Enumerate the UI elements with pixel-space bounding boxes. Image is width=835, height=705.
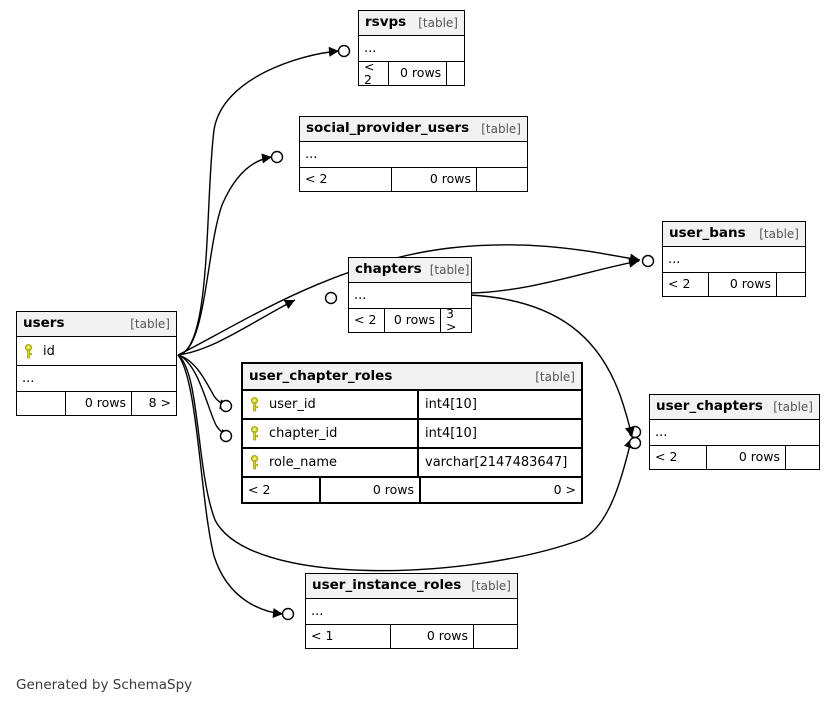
table-columns-ellipsis: ... (17, 366, 176, 392)
table-name: chapters (355, 261, 422, 278)
table-type-label: [table] (471, 579, 511, 593)
table-node-user-chapters[interactable]: user_chapters [table] ... < 2 0 rows (649, 394, 820, 470)
table-header: users [table] (17, 312, 176, 337)
primary-key-icon (23, 343, 34, 359)
table-header: social_provider_users [table] (300, 117, 527, 142)
table-column-row[interactable]: chapter_id int4[10] (243, 420, 581, 449)
edge-users-user-chapter-roles-user-id (177, 354, 231, 410)
footer-row-count: 0 rows (390, 625, 473, 648)
footer-parents-count: < 1 (311, 628, 334, 644)
footer-row-count: 0 rows (65, 392, 131, 415)
table-header: user_bans [table] (663, 222, 805, 247)
footer-row-count: 0 rows (384, 309, 440, 332)
table-name: rsvps (365, 14, 407, 31)
table-name: users (23, 315, 65, 332)
table-footer: < 2 0 rows 3 > (349, 309, 471, 332)
table-name: user_bans (669, 225, 746, 242)
table-footer: < 2 0 rows (359, 62, 464, 85)
table-type-label: [table] (481, 122, 521, 136)
footer-parents-count: < 2 (305, 171, 328, 187)
table-name: social_provider_users (306, 120, 470, 137)
table-node-user-bans[interactable]: user_bans [table] ... < 2 0 rows (662, 221, 806, 297)
table-node-user-instance-roles[interactable]: user_instance_roles [table] ... < 1 0 ro… (305, 573, 518, 649)
footer-parents-count (17, 392, 65, 415)
table-type-label: [table] (759, 227, 799, 241)
table-columns-ellipsis: ... (359, 36, 464, 62)
table-footer: < 2 0 rows (663, 273, 805, 296)
table-footer: < 1 0 rows (306, 625, 517, 648)
footer-parents-count: < 2 (655, 449, 678, 465)
column-type: varchar[2147483647] (417, 449, 581, 476)
primary-key-icon (249, 455, 260, 470)
footer-children-count: 0 > (419, 478, 581, 502)
table-node-chapters[interactable]: chapters [table] ... < 2 0 rows 3 > (348, 257, 472, 333)
table-header: chapters [table] (349, 258, 471, 283)
table-column-row[interactable]: id (17, 337, 176, 366)
table-column-row[interactable]: role_name varchar[2147483647] (243, 449, 581, 478)
footer-children-count (785, 446, 819, 469)
table-name: user_chapter_roles (249, 367, 393, 384)
generated-by-credit: Generated by SchemaSpy (16, 677, 193, 693)
footer-row-count: 0 rows (391, 168, 476, 191)
edge-chapters-user-chapter-roles-chapter-id (177, 354, 232, 439)
footer-row-count: 0 rows (388, 62, 446, 85)
edge-chapters-user-bans (469, 257, 640, 294)
edge-users-social-provider-users (177, 153, 273, 356)
table-columns-ellipsis: ... (650, 420, 819, 446)
footer-parents-count: < 2 (364, 62, 375, 85)
column-label: chapter_id (269, 426, 338, 441)
table-header: user_chapter_roles [table] (243, 364, 581, 391)
table-columns-ellipsis: ... (349, 283, 471, 309)
table-footer: < 2 0 rows 0 > (243, 478, 581, 502)
footer-row-count: 0 rows (708, 273, 776, 296)
table-columns-ellipsis: ... (663, 247, 805, 273)
footer-children-count (473, 625, 517, 648)
table-type-label: [table] (130, 317, 170, 331)
table-name: user_instance_roles (312, 577, 462, 594)
edge-users-chapters (177, 299, 296, 356)
footer-row-count: 0 rows (706, 446, 785, 469)
table-header: user_chapters [table] (650, 395, 819, 420)
edge-users-rsvps (177, 46, 340, 356)
table-node-user-chapter-roles[interactable]: user_chapter_roles [table] user_id int4[… (241, 362, 583, 504)
footer-parents-count: < 2 (354, 312, 377, 328)
column-label: role_name (269, 455, 337, 470)
footer-parents-count: < 2 (668, 276, 691, 292)
table-name: user_chapters (656, 398, 763, 415)
primary-key-icon (249, 397, 260, 412)
table-type-label: [table] (535, 369, 575, 384)
table-header: rsvps [table] (359, 11, 464, 36)
column-label: id (43, 343, 55, 359)
footer-children-count (776, 273, 805, 296)
column-name-cell: id (17, 343, 176, 359)
column-name-cell: role_name (243, 455, 417, 470)
table-header: user_instance_roles [table] (306, 574, 517, 599)
table-node-users[interactable]: users [table] id ... 0 rows 8 > (16, 311, 177, 416)
footer-children-count (476, 168, 527, 191)
table-type-label: [table] (418, 16, 458, 30)
table-footer: < 2 0 rows (300, 168, 527, 191)
table-type-label: [table] (429, 263, 470, 277)
footer-children-count: 8 > (131, 392, 176, 415)
table-footer: 0 rows 8 > (17, 392, 176, 415)
primary-key-icon (249, 426, 260, 441)
table-columns-ellipsis: ... (306, 599, 517, 625)
table-footer: < 2 0 rows (650, 446, 819, 469)
footer-children-count (446, 62, 464, 85)
footer-row-count: 0 rows (319, 478, 419, 502)
column-name-cell: user_id (243, 397, 417, 412)
table-columns-ellipsis: ... (300, 142, 527, 168)
table-node-rsvps[interactable]: rsvps [table] ... < 2 0 rows (358, 10, 465, 86)
table-column-row[interactable]: user_id int4[10] (243, 391, 581, 420)
table-type-label: [table] (773, 400, 813, 414)
column-type: int4[10] (417, 420, 581, 447)
column-type: int4[10] (417, 391, 581, 418)
footer-children-count: 3 > (440, 309, 471, 332)
column-name-cell: chapter_id (243, 426, 417, 441)
footer-parents-count: < 2 (248, 481, 271, 497)
table-node-social-provider-users[interactable]: social_provider_users [table] ... < 2 0 … (299, 116, 528, 192)
column-label: user_id (269, 397, 316, 412)
